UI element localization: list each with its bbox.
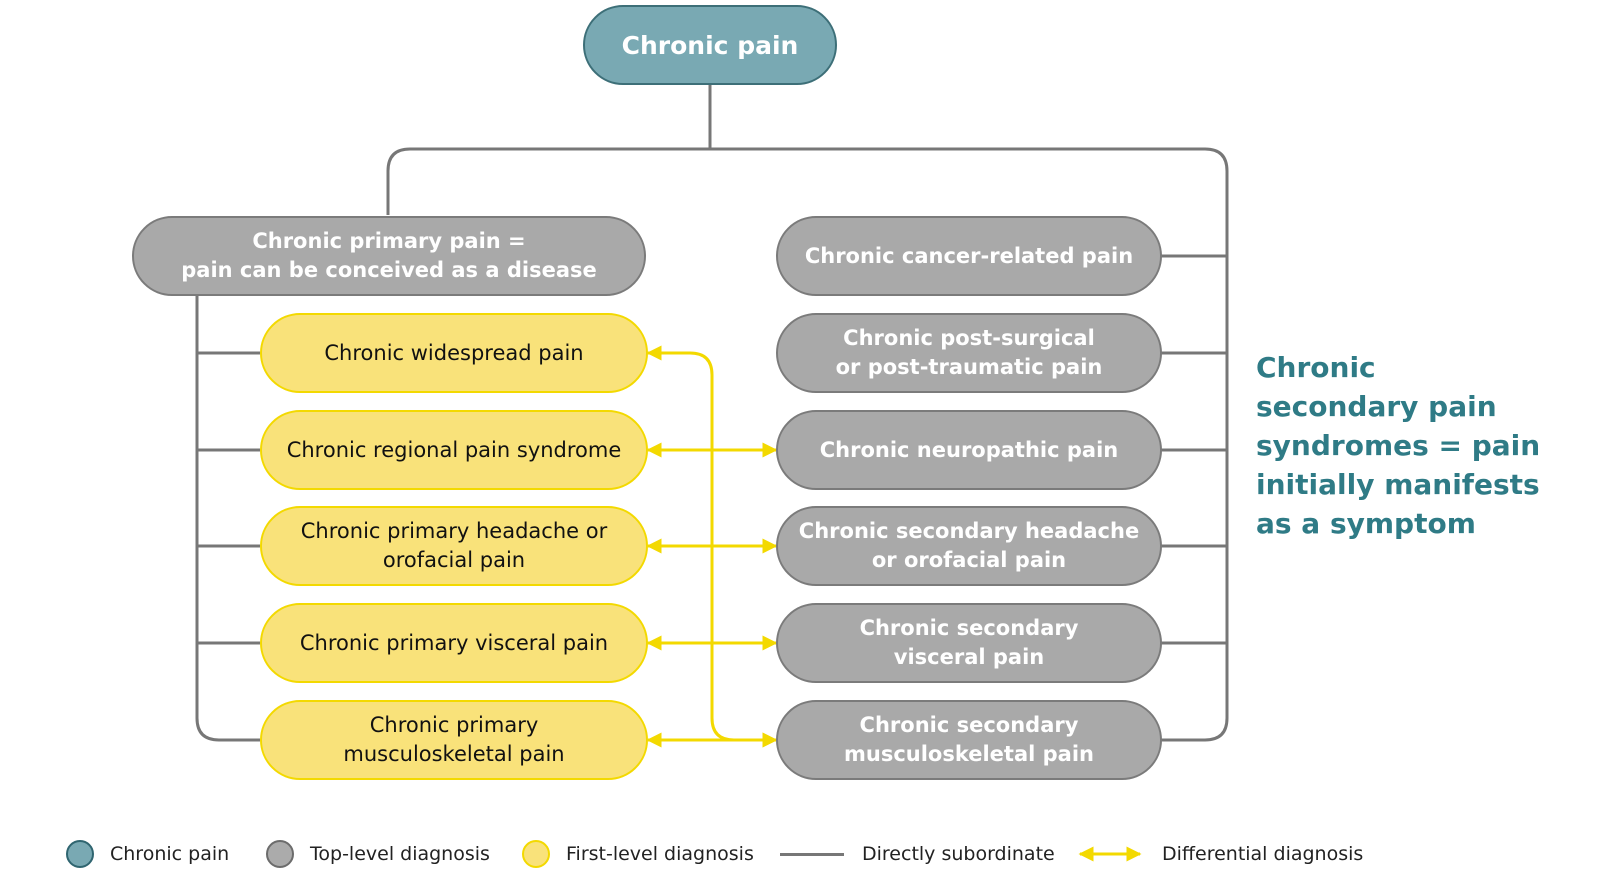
chronic-pain-node: Chronic pain — [583, 5, 837, 85]
yellow-double-arrow-icon — [1078, 846, 1142, 862]
teal-circle-icon — [66, 840, 94, 868]
chronic-primary-pain-node: Chronic primary pain = pain can be conce… — [132, 216, 646, 296]
legend-item-subordinate: Directly subordinate — [780, 834, 1055, 874]
legend-item-chronic-pain: Chronic pain — [66, 834, 229, 874]
legend-item-first-level: First-level diagnosis — [522, 834, 754, 874]
yellow-circle-icon — [522, 840, 550, 868]
legend-item-differential: Differential diagnosis — [1076, 834, 1363, 874]
chronic-primary-headache-node: Chronic primary headache or orofacial pa… — [260, 506, 648, 586]
chronic-secondary-headache-node: Chronic secondary headache or orofacial … — [776, 506, 1162, 586]
primary-trunk — [195, 295, 260, 742]
chronic-primary-musculoskeletal-pain-node: Chronic primary musculoskeletal pain — [260, 700, 648, 780]
legend-item-top-level: Top-level diagnosis — [266, 834, 490, 874]
chronic-primary-visceral-pain-node: Chronic primary visceral pain — [260, 603, 648, 683]
differential-arrow — [646, 345, 778, 748]
chronic-secondary-visceral-pain-node: Chronic secondary visceral pain — [776, 603, 1162, 683]
chronic-secondary-musculoskeletal-pain-node: Chronic secondary musculoskeletal pain — [776, 700, 1162, 780]
chronic-regional-pain-syndrome-node: Chronic regional pain syndrome — [260, 410, 648, 490]
top-bracket — [386, 147, 1229, 742]
legend-label: First-level diagnosis — [566, 843, 754, 865]
legend-label: Chronic pain — [110, 843, 230, 865]
chronic-cancer-related-pain-node: Chronic cancer-related pain — [776, 216, 1162, 296]
legend: Chronic pain Top-level diagnosis First-l… — [0, 834, 1600, 874]
grey-circle-icon — [266, 840, 294, 868]
secondary-pain-note: Chronic secondary pain syndromes = pain … — [1256, 351, 1541, 540]
chronic-widespread-pain-node: Chronic widespread pain — [260, 313, 648, 393]
chronic-neuropathic-pain-node: Chronic neuropathic pain — [776, 410, 1162, 490]
grey-line-icon — [780, 852, 844, 856]
legend-label: Differential diagnosis — [1162, 843, 1364, 865]
legend-label: Directly subordinate — [862, 843, 1055, 865]
legend-label: Top-level diagnosis — [310, 843, 490, 865]
chronic-post-surgical-pain-node: Chronic post-surgical or post-traumatic … — [776, 313, 1162, 393]
